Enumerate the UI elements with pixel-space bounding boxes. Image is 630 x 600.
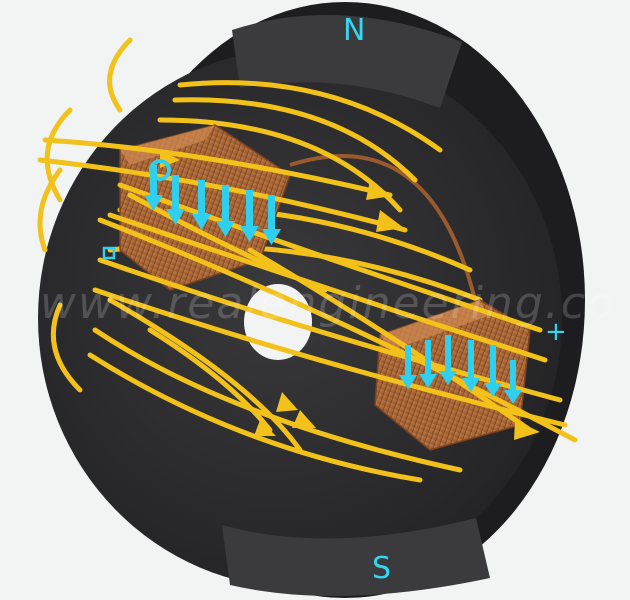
south-label: S <box>372 551 391 586</box>
down-arrow-icon <box>240 190 259 242</box>
down-arrow-icon <box>192 180 211 230</box>
north-pole-shoe <box>232 15 462 109</box>
down-arrow-icon <box>399 345 417 389</box>
south-pole-shoe <box>222 518 490 596</box>
down-arrow-icon <box>166 175 185 225</box>
down-arrow-icon <box>504 360 522 404</box>
down-arrow-icon <box>262 195 281 245</box>
arrowhead-icon <box>292 410 316 428</box>
down-arrow-icon <box>216 185 235 237</box>
arrowhead-icon <box>366 180 392 200</box>
arrowhead-icon <box>376 210 404 232</box>
current-loop-icon <box>149 159 171 181</box>
down-arrow-icon <box>144 165 163 211</box>
coil-wire <box>289 154 477 301</box>
down-arrow-icon <box>419 340 437 388</box>
minus-terminal-marker <box>102 246 116 260</box>
arrowhead-icon <box>514 420 540 440</box>
arrowhead-icon <box>276 392 298 412</box>
plus-terminal-label: + <box>545 317 567 347</box>
field-lines-front <box>37 137 578 483</box>
watermark: www.realengineering.co <box>40 278 616 329</box>
down-arrow-icon <box>439 335 457 385</box>
arrowhead-icon <box>254 420 276 436</box>
down-arrow-icon <box>484 345 502 397</box>
left-coil-current-arrows <box>144 159 281 245</box>
north-label: N <box>343 13 365 48</box>
down-arrow-icon <box>462 340 480 392</box>
right-coil-current-arrows <box>399 335 522 404</box>
